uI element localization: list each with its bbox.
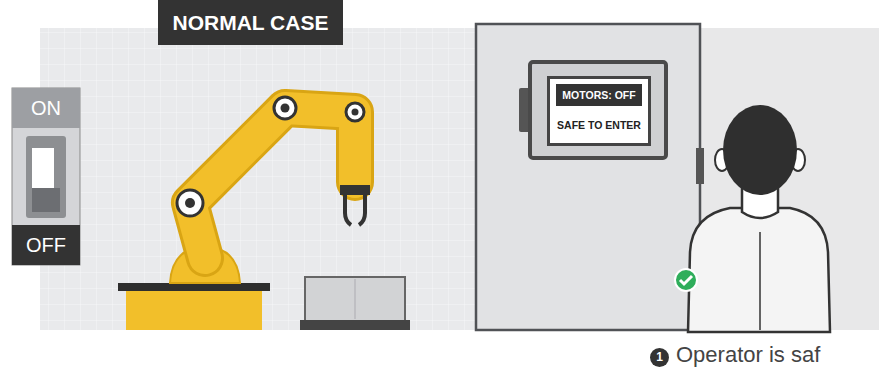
node-text: MOTORS: OFF [556,84,642,106]
tray-divider [354,279,356,319]
floor-grid [40,28,480,330]
check-badge [675,269,697,291]
door [476,24,700,330]
node-text: SAFE TO ENTER [550,114,648,136]
node-text: 1 [650,348,669,367]
switch-on-band [12,88,80,128]
robot-joint [274,97,296,119]
robot-base-plate [118,283,270,291]
robot-joint-pin [185,198,195,208]
robot-joint-pin [352,109,359,116]
gripper-claws [345,195,365,225]
case-banner: NORMAL CASE [158,0,343,45]
robot-arm-body [190,108,355,258]
power-switch: ON OFF [12,88,80,265]
callout-number: 1 [650,348,669,367]
robot-joint [177,190,203,216]
operator-body [688,208,830,332]
switch-face [32,148,54,188]
robot-base [126,291,262,330]
robot-arm-outline [190,108,355,258]
operator-head [723,105,797,195]
parts-tray [305,277,405,321]
status-screen: SAFE TO ENTER MOTORS: OFF [547,76,651,146]
robot-joint-pin [281,104,290,113]
node-text: OFF [12,225,80,265]
switch-rocker [26,136,66,218]
node-text: NORMAL CASE [158,0,343,45]
gripper-mount [340,185,370,195]
node-text: ON [12,88,80,128]
tray-base [300,320,410,330]
operator-shirt-seam [759,232,761,330]
switch-off-band [12,225,80,265]
screen-bezel [530,62,666,158]
check-mark [680,276,692,284]
switch-panel [12,88,80,265]
motor-status-band: MOTORS: OFF [556,84,642,106]
robot-arm [190,108,355,258]
switch-shadow [32,188,60,212]
caption-label: Operator is saf [676,342,820,368]
floor-panel [40,28,480,330]
robot-joint [346,103,364,121]
door-hinge [696,148,704,184]
